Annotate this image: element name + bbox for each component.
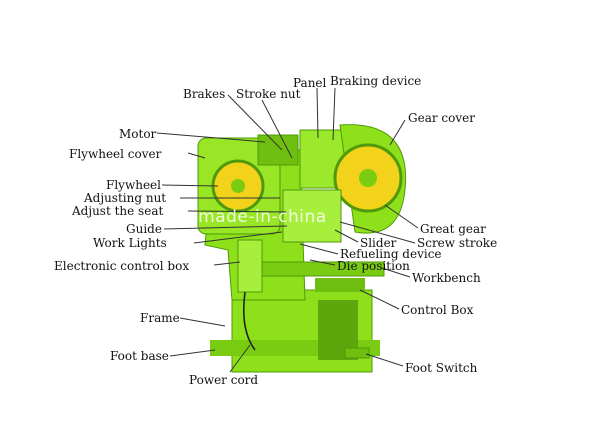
label-gear-cover: Gear cover bbox=[408, 111, 475, 125]
leader-line-workbench bbox=[381, 267, 411, 278]
label-flywheel: Flywheel bbox=[106, 178, 161, 192]
label-brakes: Brakes bbox=[183, 87, 226, 101]
leader-line-guide bbox=[163, 225, 288, 230]
label-die-position: Die position bbox=[337, 259, 410, 273]
leader-line-adjust-the-seat bbox=[187, 210, 287, 213]
leader-line-foot-switch bbox=[365, 353, 404, 367]
leader-line-stroke-nut bbox=[261, 99, 293, 159]
leader-line-flywheel bbox=[161, 184, 219, 187]
leader-line-power-cord bbox=[229, 344, 251, 373]
label-adjusting-nut: Adjusting nut bbox=[84, 191, 167, 205]
leader-lines bbox=[156, 87, 419, 373]
label-foot-base: Foot base bbox=[110, 349, 169, 363]
label-braking-device: Braking device bbox=[330, 74, 422, 88]
power-cord-shape bbox=[242, 291, 256, 351]
label-guide: Guide bbox=[126, 222, 162, 236]
electronic-control-box-shape bbox=[237, 239, 263, 293]
label-motor: Motor bbox=[119, 127, 157, 141]
leader-line-flywheel-cover bbox=[187, 152, 206, 159]
leader-line-refueling-device bbox=[299, 243, 339, 255]
label-workbench: Workbench bbox=[412, 271, 481, 285]
label-work-lights: Work Lights bbox=[93, 236, 167, 250]
motor-shape bbox=[257, 134, 299, 166]
label-stroke-nut: Stroke nut bbox=[236, 87, 301, 101]
leader-line-great-gear bbox=[384, 204, 419, 229]
label-control-box: Control Box bbox=[401, 303, 474, 317]
control-box-shape bbox=[315, 278, 365, 292]
leader-line-panel bbox=[316, 87, 319, 139]
leader-line-screw-stroke bbox=[339, 221, 416, 244]
label-foot-switch: Foot Switch bbox=[405, 361, 478, 375]
leader-line-slider bbox=[334, 229, 359, 243]
foot-switch-shape bbox=[344, 347, 370, 359]
leader-line-control-box bbox=[359, 289, 400, 310]
leader-line-braking-device bbox=[332, 87, 336, 141]
label-electronic-control-box: Electronic control box bbox=[54, 259, 190, 273]
label-power-cord: Power cord bbox=[189, 373, 259, 387]
flywheel-hub bbox=[231, 179, 245, 193]
label-panel: Panel bbox=[293, 76, 327, 90]
label-adjust-the-seat: Adjust the seat bbox=[72, 204, 164, 218]
label-screw-stroke: Screw stroke bbox=[417, 236, 498, 250]
label-flywheel-cover: Flywheel cover bbox=[69, 147, 162, 161]
label-slider: Slider bbox=[360, 236, 397, 250]
leader-line-brakes bbox=[227, 94, 283, 151]
slider-shape bbox=[282, 189, 342, 243]
watermark-text: en.made-in-china bbox=[170, 207, 327, 227]
great-gear-hub bbox=[359, 169, 377, 187]
leader-line-gear-cover bbox=[389, 119, 406, 146]
leader-line-work-lights bbox=[193, 231, 283, 244]
label-frame: Frame bbox=[140, 311, 180, 325]
leader-line-foot-base bbox=[169, 349, 216, 357]
leader-line-die-position bbox=[309, 259, 336, 266]
label-refueling-device: Refueling device bbox=[340, 247, 442, 261]
leader-line-electronic-control-box bbox=[213, 261, 241, 266]
leader-line-frame bbox=[179, 317, 226, 327]
leader-line-motor bbox=[156, 132, 266, 143]
label-great-gear: Great gear bbox=[420, 222, 486, 236]
